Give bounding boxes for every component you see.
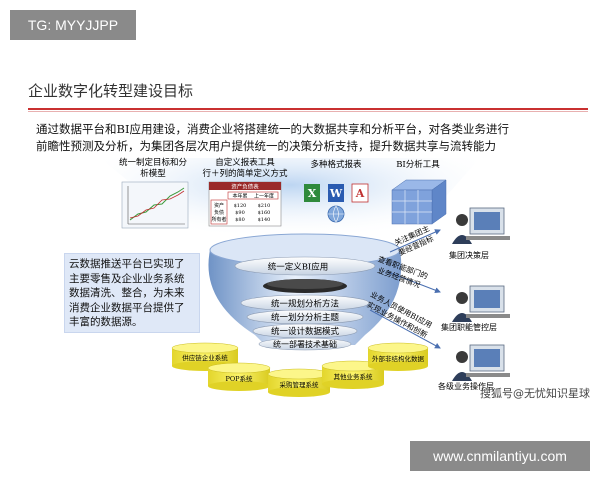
mini-table-cell: $140 <box>258 217 271 223</box>
mini-table-cell: $210 <box>258 203 271 209</box>
kpi-chart-thumbnail <box>121 181 189 229</box>
mini-table-cell: $80 <box>235 217 245 223</box>
note-line: 消费企业数据平台提供了 <box>69 301 185 314</box>
funnel-layer-2: 统一规划分析方法 <box>240 294 370 312</box>
mini-table-col: 上一年度 <box>254 193 274 200</box>
source-label: 其他业务系统 <box>334 372 374 381</box>
mini-table-row: 所有者 <box>211 216 226 223</box>
source-label: POP系统 <box>225 374 253 383</box>
funnel-layer-label: 统一定义BI应用 <box>268 262 329 273</box>
bi-label: BI分析工具 <box>396 159 440 170</box>
excel-icon-glyph: X <box>308 187 317 200</box>
note-line: 主要零售及企业业务系统 <box>69 272 185 285</box>
kpi-label-line1: 统一制定目标和分 <box>119 157 188 168</box>
mini-table-row: 负债 <box>214 209 224 216</box>
note-line: 云数据推送平台已实现了 <box>69 258 185 270</box>
glow-background <box>100 158 480 248</box>
intro-line: 前瞻性预测及分析，为集团各层次用户提供统一的决策分析支持，提升数据共享与流转能力 <box>36 139 496 153</box>
sohu-watermark: 搜狐号@无忧知识星球 <box>480 387 590 400</box>
report-label-line2: 行＋列的简单定义方式 <box>202 168 288 179</box>
note-line: 丰富的数据源。 <box>69 316 143 328</box>
funnel-layer-3: 统一划分分析主题 <box>246 309 364 325</box>
arrow-to-control <box>387 271 441 294</box>
user-workstation-icon <box>452 207 510 244</box>
funnel-layer-label: 统一部署技术基础 <box>273 339 337 349</box>
funnel-layer-label: 统一设计数据模式 <box>271 326 340 337</box>
format-icons: X W A <box>304 183 369 223</box>
mini-table-row: 资产 <box>214 202 224 209</box>
funnel-layer-4: 统一设计数据模式 <box>252 323 358 339</box>
report-table-thumbnail: 资产负债表 本年累 上一年度 资产 负债 所有者 $120 $210 $90 $… <box>208 181 282 227</box>
excel-icon <box>304 184 320 202</box>
source-cylinder: 采购管理系统 <box>267 368 331 397</box>
source-label: 采购管理系统 <box>280 380 320 389</box>
mini-table-cell: $160 <box>258 210 271 216</box>
title-rule-shadow <box>28 111 588 112</box>
globe-meridians <box>328 205 344 223</box>
funnel-layer-label: 统一规划分析方法 <box>271 299 339 310</box>
word-icon-glyph: W <box>329 187 343 200</box>
source-cylinder: 外部非结构化数据 <box>367 342 429 371</box>
user-workstation-icon <box>452 285 510 322</box>
source-cylinder: 其他业务系统 <box>321 360 385 389</box>
funnel-layer-label: 统一划分分析主题 <box>271 312 340 323</box>
top-tag: TG: MYYJJPP <box>10 10 136 40</box>
pdf-icon <box>351 183 369 203</box>
arrow-to-decision <box>389 229 441 253</box>
data-source-note: 云数据推送平台已实现了 主要零售及企业业务系统 数据清洗、整合，为未来 消费企业… <box>64 253 200 333</box>
note-line: 数据清洗、整合，为未来 <box>69 287 185 299</box>
source-label: 外部非结构化数据 <box>372 354 425 363</box>
funnel-layer-1: 统一定义BI应用 <box>234 256 376 276</box>
title-rule <box>28 108 588 110</box>
arrow-to-operation <box>369 309 441 349</box>
user-tier-label: 集团职能管控层 <box>441 322 497 332</box>
mini-table-col: 本年累 <box>232 193 247 200</box>
funnel-layer-5: 统一部署技术基础 <box>258 337 352 351</box>
intro-text: 通过数据平台和BI应用建设，消费企业将搭建统一的大数据共享和分析平台，对各类业务… <box>36 121 576 155</box>
kpi-label-line2: 析模型 <box>140 168 166 179</box>
page-title: 企业数字化转型建设目标 <box>28 82 194 100</box>
user-workstation-icon <box>452 344 510 381</box>
source-cylinder: POP系统 <box>207 362 271 391</box>
funnel-black-disc <box>263 279 347 293</box>
mini-table-cell: $120 <box>234 203 247 209</box>
user-tier-label: 集团决策层 <box>449 250 489 260</box>
bi-cube-icon <box>391 179 447 225</box>
report-label-line1: 自定义报表工具 <box>215 157 275 168</box>
source-label: 供应链企业系统 <box>182 353 228 362</box>
mini-table-cell: $90 <box>235 210 245 216</box>
user-tier-label: 各级业务操作层 <box>438 381 494 391</box>
pdf-icon-glyph: A <box>355 187 365 200</box>
mini-table-header: 资产负债表 <box>231 183 259 191</box>
website-tag: www.cnmilantiyu.com <box>410 441 590 471</box>
word-icon <box>328 184 344 202</box>
formats-label: 多种格式报表 <box>310 159 362 170</box>
intro-line: 通过数据平台和BI应用建设，消费企业将搭建统一的大数据共享和分析平台，对各类业务… <box>36 122 509 136</box>
